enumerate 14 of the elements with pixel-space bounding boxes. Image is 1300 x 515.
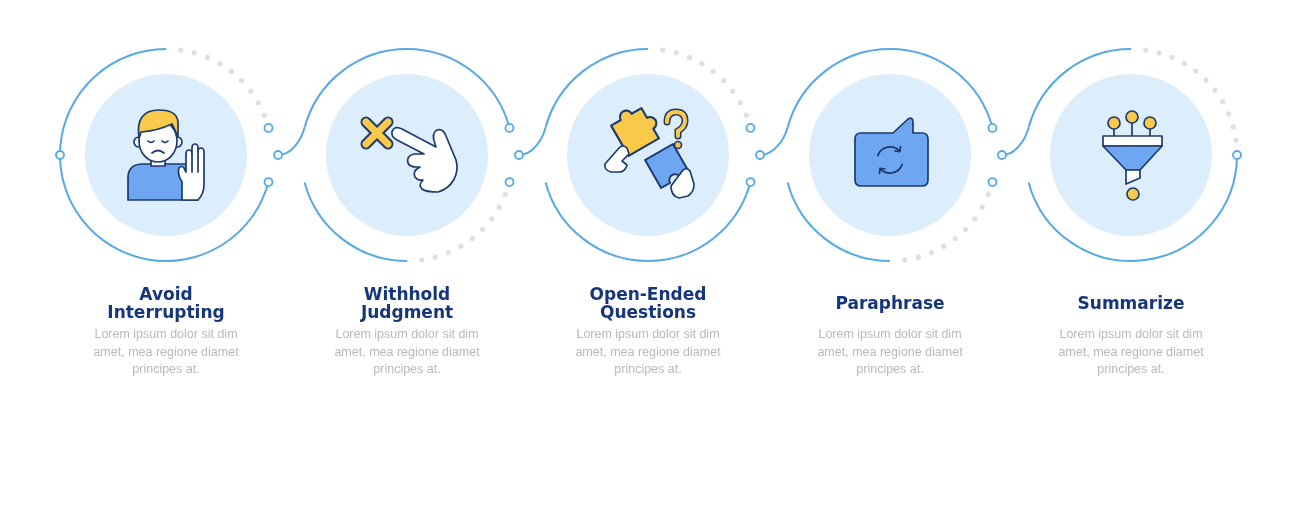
step-title: Paraphrase	[835, 293, 945, 313]
step-description: Lorem ipsum dolor sit dim amet, mea regione diamet principes at.	[334, 327, 480, 376]
step-title: Avoid Interrupting	[107, 284, 225, 322]
step-title: Withhold Judgment	[360, 284, 454, 322]
connector-line	[997, 126, 1030, 160]
step-description: Lorem ipsum dolor sit dim amet, mea regione diamet principes at.	[575, 327, 721, 376]
step-title: Open-Ended Questions	[589, 284, 707, 322]
connector-line	[755, 126, 789, 160]
step-description: Lorem ipsum dolor sit dim amet, mea regione diamet principes at.	[93, 327, 239, 376]
step-title: Summarize	[1077, 293, 1185, 313]
connector-line	[273, 126, 306, 160]
connector-line	[514, 126, 547, 160]
step-description: Lorem ipsum dolor sit dim amet, mea regione diamet principes at.	[1058, 327, 1204, 376]
step-description: Lorem ipsum dolor sit dim amet, mea regione diamet principes at.	[817, 327, 963, 376]
